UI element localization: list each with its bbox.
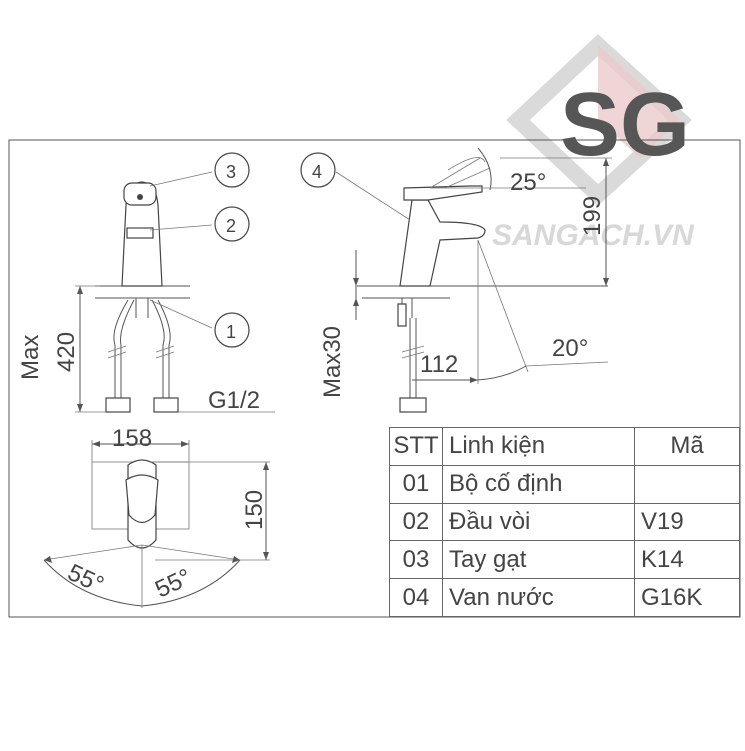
callout-4-number: 4: [312, 162, 322, 182]
row-stt: 01: [389, 464, 443, 504]
dim-max-label: Max: [17, 335, 44, 380]
callout-1: 1: [149, 299, 250, 348]
row-code: G16K: [634, 578, 740, 617]
callout-2-number: 2: [226, 216, 236, 236]
row-name: Tay gạt: [442, 540, 635, 580]
row-code: [634, 464, 740, 504]
dim-150-label: 150: [241, 490, 268, 530]
row-stt: 02: [389, 502, 443, 542]
side-view: [353, 147, 612, 413]
dim-420-label: 420: [53, 332, 80, 372]
watermark-logo-letters: SG: [560, 75, 690, 175]
callout-3-number: 3: [226, 162, 236, 182]
header-name: Linh kiện: [442, 427, 635, 466]
dim-spout-angle-label: 20°: [552, 335, 588, 362]
table-row: 02 Đầu vòi V19: [389, 502, 740, 542]
table-row: 01 Bộ cố định: [389, 464, 740, 504]
row-name: Đầu vòi: [442, 502, 635, 542]
dim-112-label: 112: [420, 351, 458, 378]
row-stt: 04: [389, 578, 443, 617]
row-stt: 03: [389, 540, 443, 580]
drawing-frame: [8, 139, 741, 618]
dim-lever-angle-label: 25°: [510, 169, 546, 196]
header-stt: STT: [389, 427, 443, 466]
row-name: Van nước: [442, 578, 635, 617]
dim-158-label: 158: [112, 425, 152, 452]
parts-table-container: STT Linh kiện Mã 01 Bộ cố định 02 Đầu vò…: [389, 427, 740, 617]
callout-2: 2: [149, 206, 250, 242]
callout-1-number: 1: [226, 322, 236, 342]
dim-max30-label: Max30: [319, 326, 346, 398]
dim-angle-right-label: 55°: [151, 564, 195, 604]
top-view: [43, 440, 270, 608]
row-code: K14: [634, 540, 740, 580]
row-name: Bộ cố định: [442, 464, 635, 504]
dim-199-label: 199: [579, 196, 606, 236]
parts-table: STT Linh kiện Mã 01 Bộ cố định 02 Đầu vò…: [389, 427, 740, 617]
callout-4: 4: [300, 152, 411, 221]
parts-table-header: STT Linh kiện Mã: [389, 427, 740, 466]
dim-angle-left-label: 55°: [63, 559, 107, 599]
dim-thread-label: G1/2: [208, 387, 260, 414]
callout-3: 3: [149, 152, 250, 188]
row-code: V19: [634, 502, 740, 542]
front-view: [75, 181, 275, 413]
table-row: 03 Tay gạt K14: [389, 540, 740, 580]
watermark-text: SANGACH.VN: [492, 219, 695, 252]
header-code: Mã: [634, 427, 740, 466]
table-row: 04 Van nước G16K: [389, 578, 740, 617]
